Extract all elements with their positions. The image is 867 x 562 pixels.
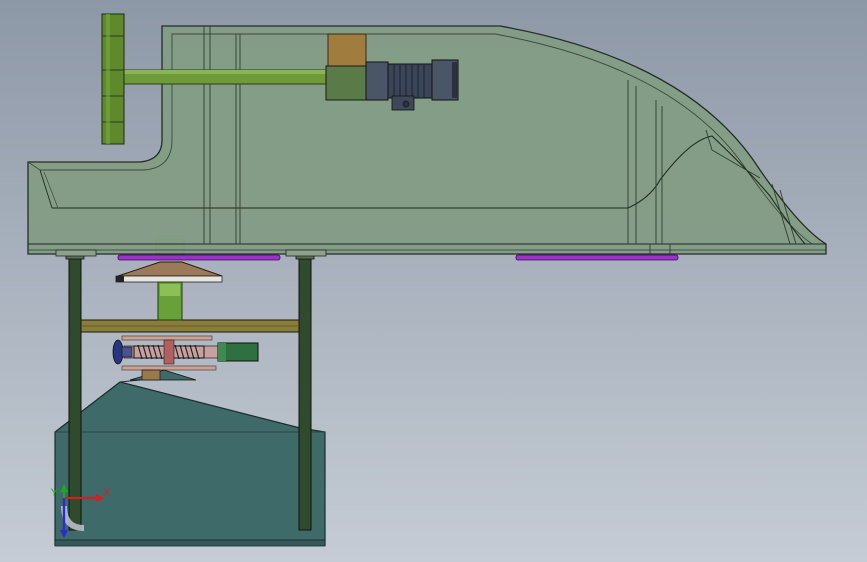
slot-right [515,254,679,261]
y-axis-label: Y [51,487,59,499]
support-leg-right [298,257,312,531]
screw-feeder [112,335,259,381]
hopper-tank [54,381,326,546]
drive-assembly [101,13,335,145]
axis-triad: X Y [51,484,111,538]
motor-body [387,63,433,99]
x-axis-label: X [103,487,111,499]
gear-motor [325,33,459,111]
end-wheel [101,13,125,145]
distributor-cone [117,261,223,277]
lower-frame [54,235,326,547]
housing-shell [27,25,827,255]
motor-bracket [327,33,367,71]
slot-left [117,254,281,261]
upper-housing [27,25,827,261]
support-leg-left [68,257,82,531]
handwheel-disc [112,339,124,365]
